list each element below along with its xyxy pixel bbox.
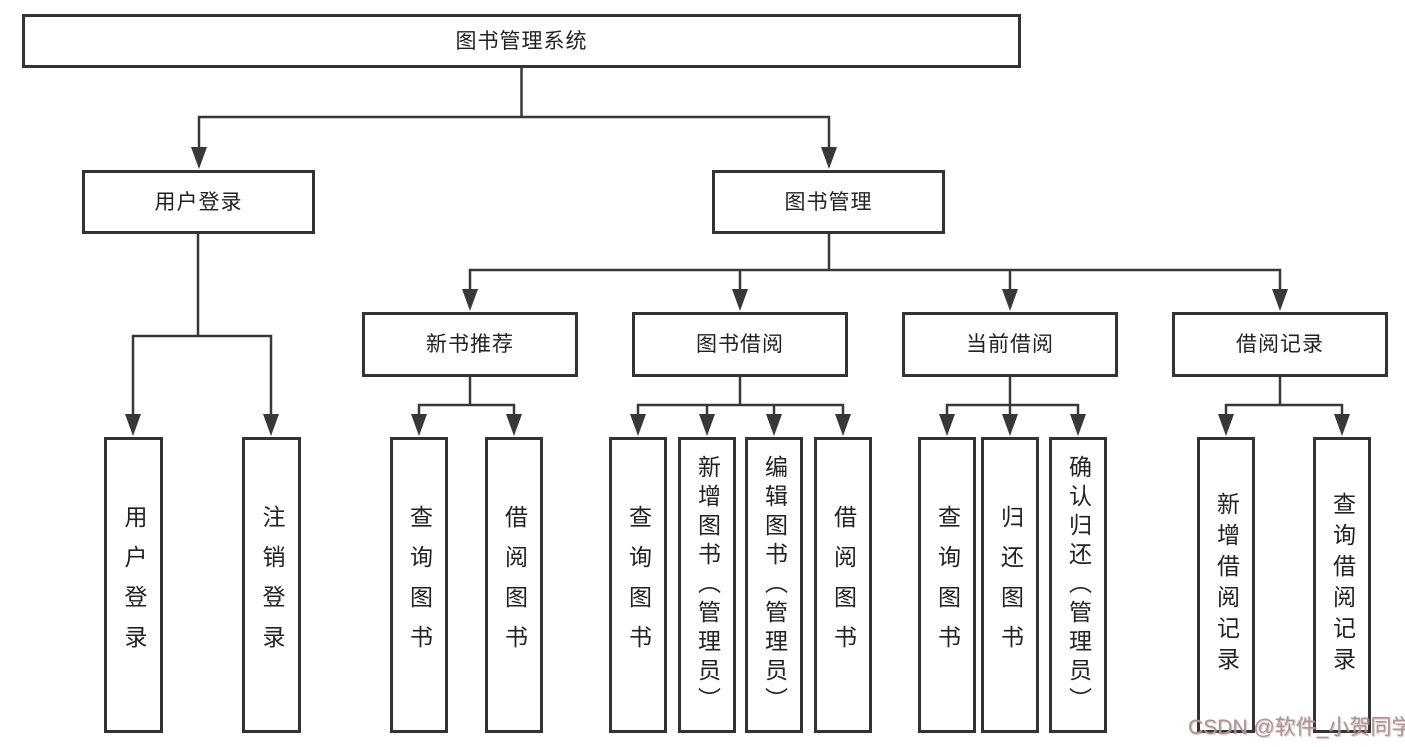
node-borrow-books: 借阅图书	[814, 437, 872, 733]
node-label: 注销登录	[259, 505, 285, 665]
node-book-borrow: 图书借阅	[632, 312, 848, 377]
node-label: 查询借阅记录	[1329, 492, 1356, 678]
node-label: 借阅图书	[830, 505, 857, 665]
node-new-book-recommend: 新书推荐	[362, 312, 578, 377]
node-borrow-books-recommend: 借阅图书	[485, 437, 543, 733]
node-query-borrow-record: 查询借阅记录	[1313, 437, 1371, 733]
node-label: 查询图书	[934, 505, 961, 665]
node-query-books-recommend: 查询图书	[390, 437, 448, 733]
node-edit-book-admin: 编辑图书（管理员）	[745, 437, 803, 733]
node-label: 新增图书（管理员）	[694, 454, 721, 716]
node-label: 借阅记录	[1236, 333, 1324, 356]
node-query-books-borrow: 查询图书	[609, 437, 667, 733]
node-query-books-current: 查询图书	[918, 437, 976, 733]
node-label: 新书推荐	[426, 333, 514, 356]
node-label: 借阅图书	[501, 505, 528, 665]
node-label: 确认归还（管理员）	[1065, 454, 1092, 716]
node-logout: 注销登录	[242, 437, 301, 733]
node-label: 归还图书	[997, 505, 1024, 665]
node-add-book-admin: 新增图书（管理员）	[678, 437, 736, 733]
node-label: 图书借阅	[696, 333, 784, 356]
node-label: 用户登录	[154, 190, 243, 214]
node-label: 图书管理	[784, 190, 873, 214]
node-return-book: 归还图书	[981, 437, 1039, 733]
node-current-borrow: 当前借阅	[902, 312, 1118, 377]
node-label: 查询图书	[625, 505, 652, 665]
node-label: 用户登录	[121, 505, 147, 665]
node-label: 查询图书	[406, 505, 433, 665]
node-add-borrow-record: 新增借阅记录	[1197, 437, 1255, 733]
node-user-login-group: 用户登录	[82, 170, 315, 234]
node-label: 编辑图书（管理员）	[761, 454, 788, 716]
node-label: 当前借阅	[966, 333, 1054, 356]
node-label: 新增借阅记录	[1213, 492, 1240, 678]
csdn-watermark: CSDN @软件_小贺同学	[1188, 716, 1405, 739]
node-label: 图书管理系统	[455, 29, 588, 53]
node-borrow-records: 借阅记录	[1172, 312, 1388, 377]
node-book-management: 图书管理	[712, 170, 945, 234]
node-user-login: 用户登录	[104, 437, 163, 733]
node-confirm-return-admin: 确认归还（管理员）	[1049, 437, 1107, 733]
node-library-system: 图书管理系统	[22, 14, 1021, 68]
